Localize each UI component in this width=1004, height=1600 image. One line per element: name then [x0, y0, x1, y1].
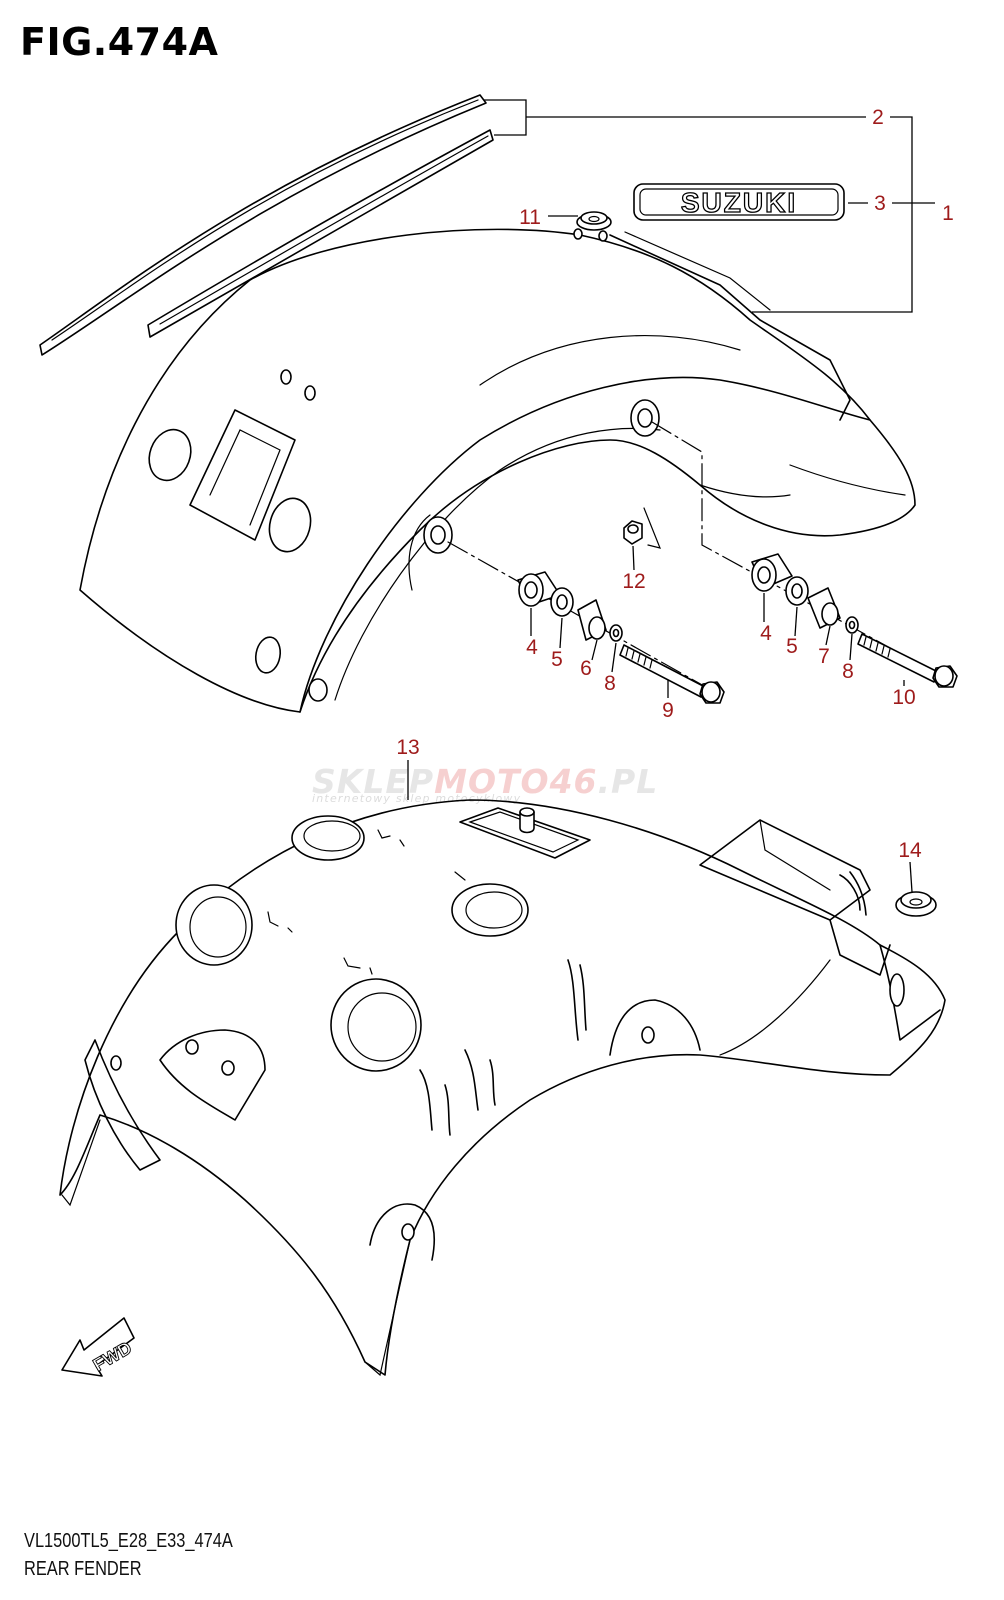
washer-5-left — [550, 587, 574, 617]
callout-3: 3 — [874, 192, 886, 215]
bolt-9 — [619, 644, 725, 704]
callout-10: 10 — [892, 686, 915, 709]
callout-11: 11 — [519, 206, 541, 229]
model-code: VL1500TL5_E28_E33_474A — [24, 1530, 233, 1552]
callout-2: 2 — [872, 106, 884, 129]
bolt-10 — [857, 633, 958, 688]
fwd-arrow-text: FWD — [90, 1338, 135, 1376]
callout-14: 14 — [898, 839, 922, 862]
callout-7: 7 — [818, 645, 830, 668]
leader-lines — [407, 99, 935, 893]
callout-13: 13 — [396, 736, 419, 759]
callout-8-right: 8 — [842, 660, 854, 683]
grommet-11 — [576, 211, 612, 231]
watermark-brand-part1: SKLEP — [312, 762, 435, 801]
watermark-brand-part3: .PL — [597, 762, 659, 801]
section-name: REAR FENDER — [24, 1558, 142, 1580]
watermark-brand-part2: MOTO46 — [434, 762, 598, 801]
washer-8-left — [609, 624, 623, 642]
emblem-text: SUZUKI — [681, 187, 797, 218]
callout-8-left: 8 — [604, 672, 616, 695]
watermark-brand: SKLEPMOTO46.PL — [312, 762, 658, 801]
grommet-14 — [895, 891, 937, 917]
callout-6: 6 — [580, 657, 592, 680]
nut-12 — [623, 507, 661, 549]
stripe-lower — [147, 129, 494, 338]
collar-6 — [577, 599, 607, 641]
washer-8-right — [845, 616, 859, 634]
hardware-right — [651, 421, 958, 688]
callout-1: 1 — [942, 202, 954, 225]
callout-5-right: 5 — [786, 635, 798, 658]
callout-9: 9 — [662, 699, 674, 722]
fwd-arrow: FWD — [61, 1317, 136, 1377]
cushion-4-right — [751, 553, 793, 592]
callout-labels: 1 2 3 4 5 6 8 9 4 5 7 8 10 11 12 13 14 — [396, 106, 954, 862]
collar-7 — [807, 587, 841, 629]
suzuki-emblem: SUZUKI — [633, 183, 845, 221]
figure-title: FIG.474A — [20, 20, 219, 64]
hardware-left — [447, 541, 725, 704]
rear-fender-upper — [79, 228, 916, 713]
inner-fender-13 — [59, 799, 946, 1377]
stripe-upper — [39, 94, 487, 356]
watermark-tagline: internetowy sklep motocyklowy — [312, 792, 522, 805]
washer-5-right — [785, 576, 809, 606]
callout-4-right: 4 — [760, 622, 772, 645]
callout-4-left: 4 — [526, 636, 538, 659]
callout-12: 12 — [622, 570, 645, 593]
callout-5-left: 5 — [551, 648, 563, 671]
